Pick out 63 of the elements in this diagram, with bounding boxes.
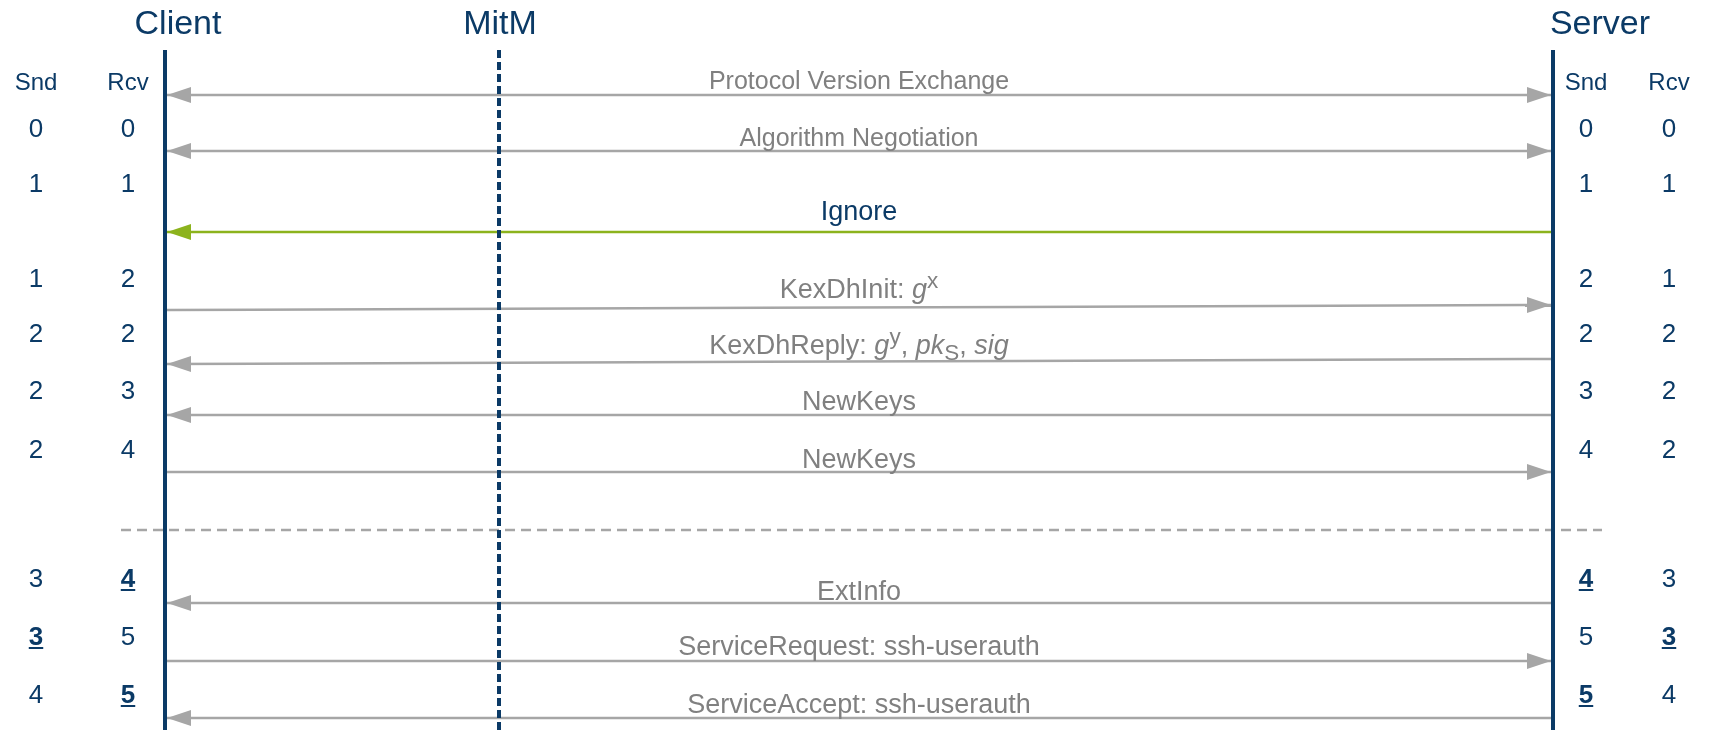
arrow — [167, 710, 1551, 726]
message-label: NewKeys — [802, 386, 916, 416]
sequence-counter: 5 — [120, 679, 136, 709]
participant-label: Client — [134, 2, 222, 42]
sequence-counter: 2 — [28, 318, 44, 348]
arrow — [167, 297, 1551, 314]
sequence-counter: 3 — [120, 375, 136, 405]
arrow — [167, 464, 1551, 480]
sequence-counter: 2 — [28, 434, 44, 464]
column-header: Rcv — [1648, 67, 1690, 97]
sequence-counter: 5 — [1578, 679, 1594, 709]
sequence-counter: 0 — [120, 113, 136, 143]
sequence-counter: 3 — [1578, 375, 1594, 405]
sequence-counter: 4 — [120, 434, 136, 464]
sequence-counter: 1 — [1661, 263, 1677, 293]
sequence-counter: 1 — [120, 168, 136, 198]
message-label: Algorithm Negotiation — [739, 122, 979, 152]
sequence-counter: 1 — [28, 263, 44, 293]
column-header: Snd — [1564, 67, 1608, 97]
message-label: Ignore — [820, 196, 898, 226]
sequence-counter: 4 — [1661, 679, 1677, 709]
message-label: Protocol Version Exchange — [708, 65, 1010, 95]
sequence-counter: 0 — [1661, 113, 1677, 143]
arrow — [167, 87, 1551, 103]
message-label: KexDhReply: g$^{y}$, pk$_{S}$, sig — [709, 323, 1009, 368]
message-label: ServiceAccept: ssh-userauth — [687, 689, 1031, 719]
sequence-counter: 3 — [1661, 621, 1677, 651]
sequence-counter: 4 — [1578, 434, 1594, 464]
sequence-counter: 4 — [120, 563, 136, 593]
sequence-counter: 3 — [28, 563, 44, 593]
message-label: ExtInfo — [817, 576, 901, 606]
arrow — [167, 224, 1551, 240]
arrow — [167, 143, 1551, 159]
sequence-counter: 2 — [1661, 318, 1677, 348]
message-label: KexDhInit: g$^{x}$ — [779, 267, 939, 304]
sequence-counter: 5 — [1578, 621, 1594, 651]
participant-label: MitM — [463, 2, 537, 42]
participant-label: Server — [1549, 2, 1651, 42]
sequence-counter: 3 — [1661, 563, 1677, 593]
sequence-counter: 5 — [120, 621, 136, 651]
arrow — [167, 407, 1551, 423]
message-label: ServiceRequest: ssh-userauth — [678, 631, 1040, 661]
sequence-counter: 0 — [1578, 113, 1594, 143]
sequence-counter: 2 — [1578, 318, 1594, 348]
column-header: Rcv — [107, 67, 149, 97]
column-header: Snd — [14, 67, 58, 97]
sequence-counter: 2 — [120, 263, 136, 293]
sequence-counter: 4 — [28, 679, 44, 709]
sequence-counter: 2 — [1578, 263, 1594, 293]
sequence-counter: 1 — [1661, 168, 1677, 198]
sequence-counter: 1 — [28, 168, 44, 198]
arrow — [167, 653, 1551, 669]
message-label: NewKeys — [802, 444, 916, 474]
sequence-counter: 2 — [1661, 434, 1677, 464]
arrow — [167, 595, 1551, 611]
sequence-counter: 1 — [1578, 168, 1594, 198]
sequence-counter: 3 — [28, 621, 44, 651]
sequence-counter: 0 — [28, 113, 44, 143]
sequence-counter: 2 — [120, 318, 136, 348]
arrow — [167, 355, 1551, 372]
sequence-counter: 2 — [28, 375, 44, 405]
sequence-counter: 2 — [1661, 375, 1677, 405]
sequence-counter: 4 — [1578, 563, 1594, 593]
